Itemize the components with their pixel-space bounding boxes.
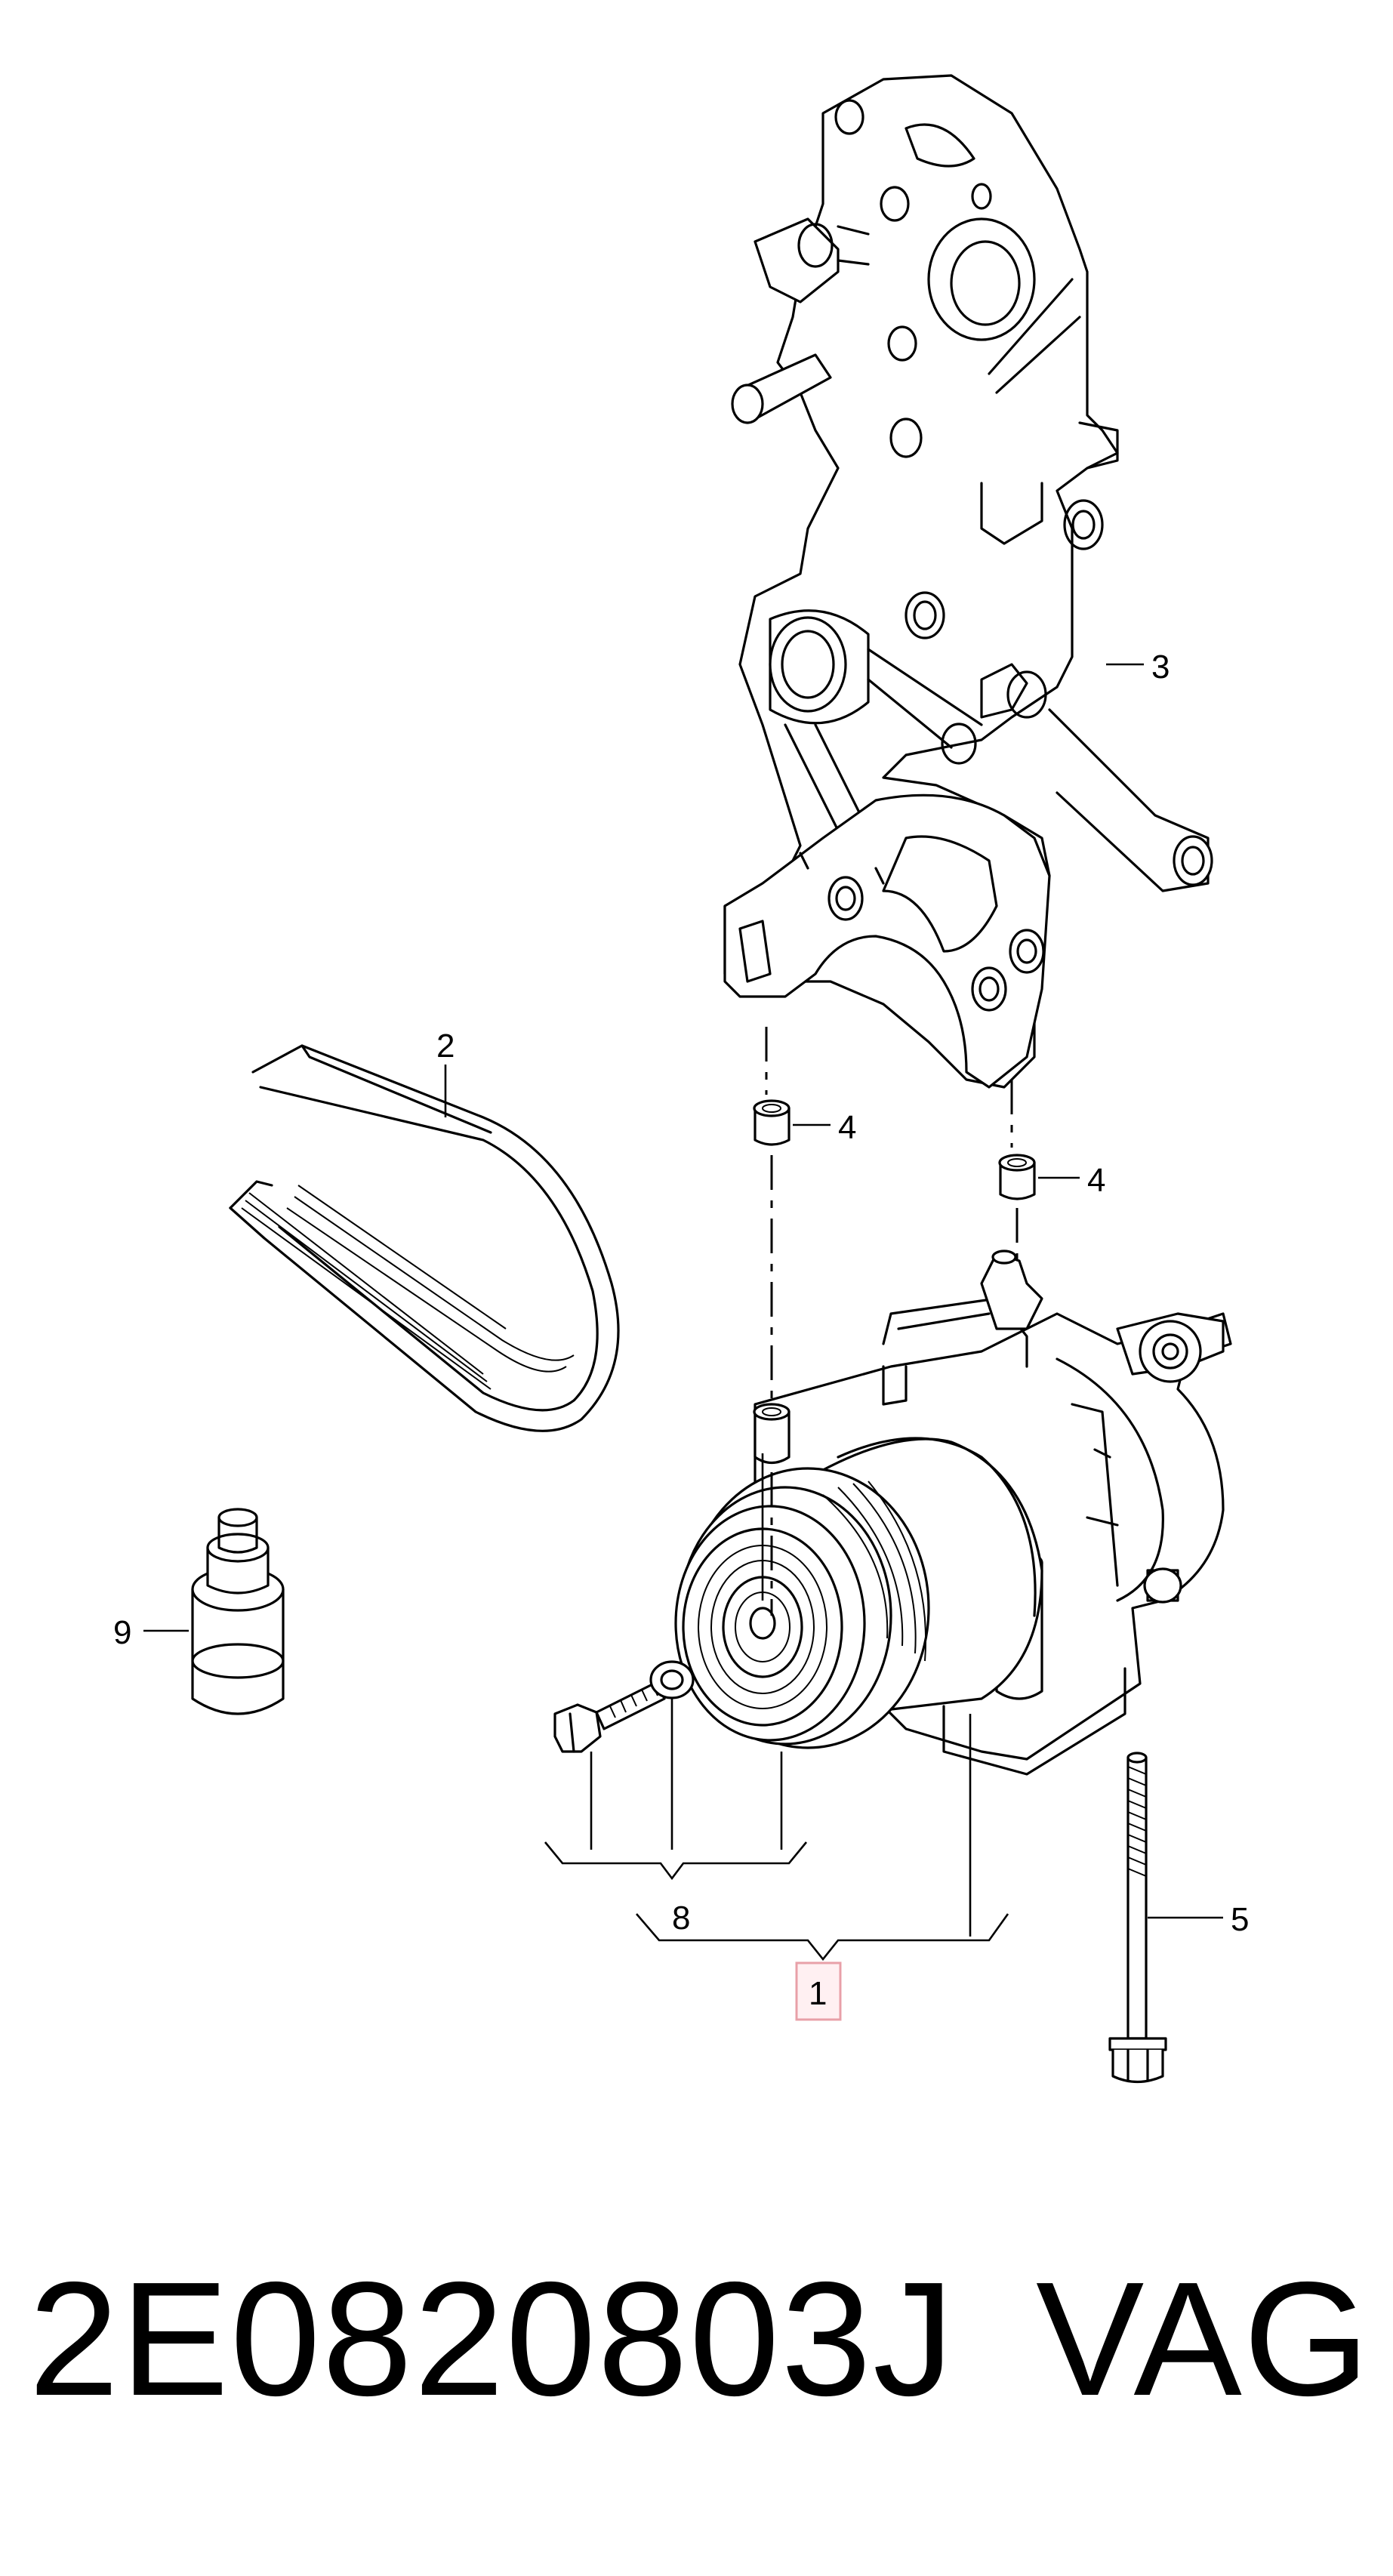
callout-label-9: 9 (113, 1614, 131, 1651)
brand-name: VAG (1036, 2248, 1372, 2430)
callout-brackets (544, 1453, 1009, 1961)
highlight-box-1 (795, 1961, 842, 2021)
bushing-part-4a (753, 1099, 831, 1146)
ribbed-belt-part-2 (229, 1044, 620, 1432)
bolt-washer-part-8 (553, 1660, 695, 1753)
callout-label-4b: 4 (1087, 1162, 1105, 1199)
callout-label-5: 5 (1231, 1901, 1249, 1938)
callout-label-8: 8 (672, 1900, 690, 1937)
long-bolt-part-5 (1108, 1752, 1223, 2084)
callout-label-4a: 4 (838, 1109, 856, 1146)
bracket-part-3 (723, 74, 1213, 1089)
part-number: 2E0820803J (29, 2248, 956, 2430)
ac-compressor-part-1 (674, 1249, 1232, 1776)
parts-diagram: 1 2 3 4 4 5 8 9 (113, 74, 1249, 2084)
callout-label-1: 1 (809, 1975, 827, 2012)
callout-label-2: 2 (436, 1028, 455, 1065)
sleeve-part-9 (143, 1508, 285, 1715)
callout-label-3: 3 (1151, 649, 1170, 686)
bushing-part-4b (998, 1154, 1080, 1200)
